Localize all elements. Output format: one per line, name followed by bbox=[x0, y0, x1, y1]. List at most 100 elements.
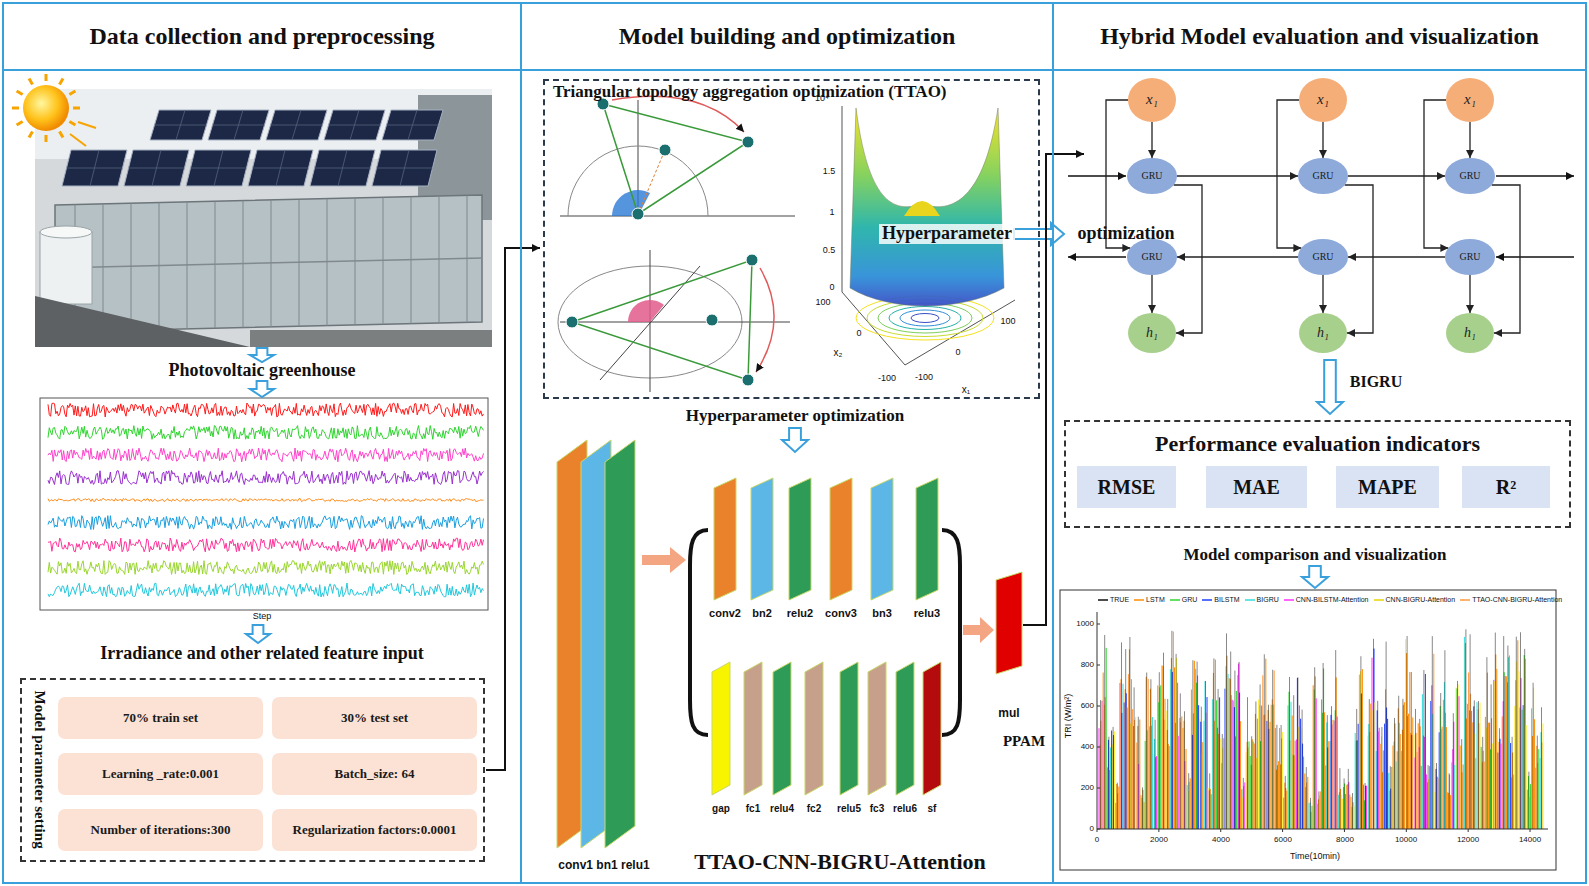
annotation-label: bn3 bbox=[872, 607, 892, 619]
chart-bar bbox=[1299, 705, 1300, 829]
panel-grid bbox=[234, 110, 243, 140]
legend-text: LSTM bbox=[1146, 596, 1165, 603]
chart-bar bbox=[1373, 639, 1374, 829]
chart-bar bbox=[1394, 718, 1395, 829]
chart-bar bbox=[1316, 698, 1317, 829]
chart-bar bbox=[1505, 676, 1506, 829]
rotation-arrow bbox=[756, 268, 774, 372]
legend-line-sample bbox=[1170, 599, 1180, 601]
input-node: x₁ bbox=[1128, 78, 1176, 122]
legend-text: TRUE bbox=[1110, 596, 1129, 603]
chart-legend: TRUELSTMGRUBILSTMBIGRUCNN-BILSTM-Attenti… bbox=[1098, 596, 1562, 603]
chart-bar bbox=[1123, 684, 1124, 829]
chart-bar bbox=[1438, 778, 1439, 829]
panel-grid bbox=[90, 150, 99, 186]
chart-bar bbox=[1312, 806, 1313, 829]
chart-bar bbox=[1304, 774, 1305, 829]
chart-bar bbox=[1268, 705, 1269, 829]
chart-bar bbox=[1155, 720, 1156, 829]
chart-bar bbox=[1541, 707, 1542, 829]
flow-arrow bbox=[642, 547, 686, 573]
chart-bar bbox=[1522, 710, 1523, 829]
node-text: RMSE bbox=[1098, 476, 1156, 499]
chart-bar bbox=[1099, 728, 1100, 829]
legend-entry: TTAO-CNN-BIGRU-Attention bbox=[1460, 596, 1562, 603]
chart-bar bbox=[1328, 741, 1329, 829]
chart-bar bbox=[1435, 792, 1436, 829]
chart-bar bbox=[1375, 702, 1376, 829]
chart-bar bbox=[1204, 721, 1205, 829]
gru-cell: GRU bbox=[1298, 158, 1348, 194]
surface-peak bbox=[904, 201, 940, 216]
legend-line-sample bbox=[1202, 597, 1212, 603]
chart-bar bbox=[1346, 785, 1347, 829]
layer-slab bbox=[916, 478, 938, 600]
connector bbox=[1177, 256, 1298, 257]
node-text: h₁ bbox=[1317, 325, 1329, 341]
section-panel: Hybrid Model evaluation and visualizatio… bbox=[1052, 2, 1587, 884]
chart-bar bbox=[1117, 783, 1118, 829]
legend-text: BIGRU bbox=[1257, 596, 1279, 603]
annotation-label: 0 bbox=[829, 283, 834, 293]
node-text: Number of iterations:300 bbox=[91, 823, 231, 838]
chart-bar bbox=[1233, 701, 1234, 829]
chart-bar bbox=[1432, 636, 1433, 829]
chart-bar bbox=[1232, 700, 1233, 829]
chart-bar bbox=[1275, 728, 1276, 829]
chart-bar bbox=[1113, 727, 1114, 829]
legend-text: CNN-BILSTM-Attention bbox=[1296, 596, 1369, 603]
node-text: Model parameter setting bbox=[30, 691, 47, 849]
chart-bar bbox=[1356, 709, 1357, 829]
chart-bar bbox=[1173, 632, 1174, 829]
chart-bar bbox=[1510, 743, 1511, 829]
chart-tick bbox=[1344, 829, 1345, 832]
metric-group: Performance evaluation indicatorsRMSEMAE… bbox=[1064, 420, 1571, 528]
chart-axis bbox=[1097, 612, 1098, 829]
chart-bar bbox=[1208, 788, 1209, 829]
chart-bar bbox=[1274, 671, 1275, 829]
chart-bar bbox=[1265, 659, 1266, 829]
annotation-label: 12000 bbox=[1457, 836, 1479, 845]
solar-panel bbox=[124, 150, 189, 186]
chart-bar bbox=[1230, 652, 1231, 829]
chart-bar bbox=[1517, 640, 1518, 829]
chart-bar bbox=[1380, 744, 1381, 829]
chart-bar bbox=[1115, 803, 1116, 829]
annotation-label: 0 bbox=[856, 329, 861, 339]
annotation-label: 0 bbox=[1095, 836, 1099, 845]
chart-bar bbox=[1127, 707, 1128, 829]
chart-bar bbox=[1503, 636, 1504, 829]
layer-slab bbox=[744, 662, 762, 795]
annotation-label: conv3 bbox=[825, 607, 857, 619]
chart-bar bbox=[1367, 736, 1368, 829]
contour bbox=[889, 307, 961, 330]
chart-bar bbox=[1338, 795, 1339, 829]
chart-bar bbox=[1216, 700, 1217, 829]
chart-bar bbox=[1187, 785, 1188, 829]
connector bbox=[1469, 122, 1470, 158]
legend-entry: CNN-BIGRU-Attention bbox=[1374, 596, 1456, 603]
chart-bar bbox=[1493, 680, 1494, 829]
chart-bar bbox=[1498, 752, 1499, 829]
panel-grid bbox=[276, 150, 285, 186]
chart-bar bbox=[1412, 717, 1413, 829]
input-node: x₁ bbox=[1446, 78, 1494, 122]
chart-bar bbox=[1331, 706, 1332, 829]
hollow-arrow bbox=[1302, 566, 1328, 588]
chart-bar bbox=[1489, 723, 1490, 829]
section-panel: Model building and optimizationTriangula… bbox=[520, 2, 1054, 884]
annotation-label: Hyperparameter optimization bbox=[686, 407, 904, 426]
panel-grid bbox=[214, 150, 223, 186]
node-text: Performance evaluation indicators bbox=[1155, 431, 1480, 456]
chart-bar bbox=[1359, 675, 1360, 829]
chart-bar bbox=[1339, 768, 1340, 829]
chart-bar bbox=[1499, 728, 1500, 829]
legend-line-sample bbox=[1134, 599, 1144, 601]
chart-bar bbox=[1419, 719, 1420, 829]
chart-bar bbox=[1323, 663, 1324, 829]
annotation-label: 0 bbox=[955, 348, 960, 358]
vertex-dot bbox=[742, 136, 754, 148]
chart-bar bbox=[1250, 756, 1251, 829]
chart-bar bbox=[1417, 752, 1418, 829]
